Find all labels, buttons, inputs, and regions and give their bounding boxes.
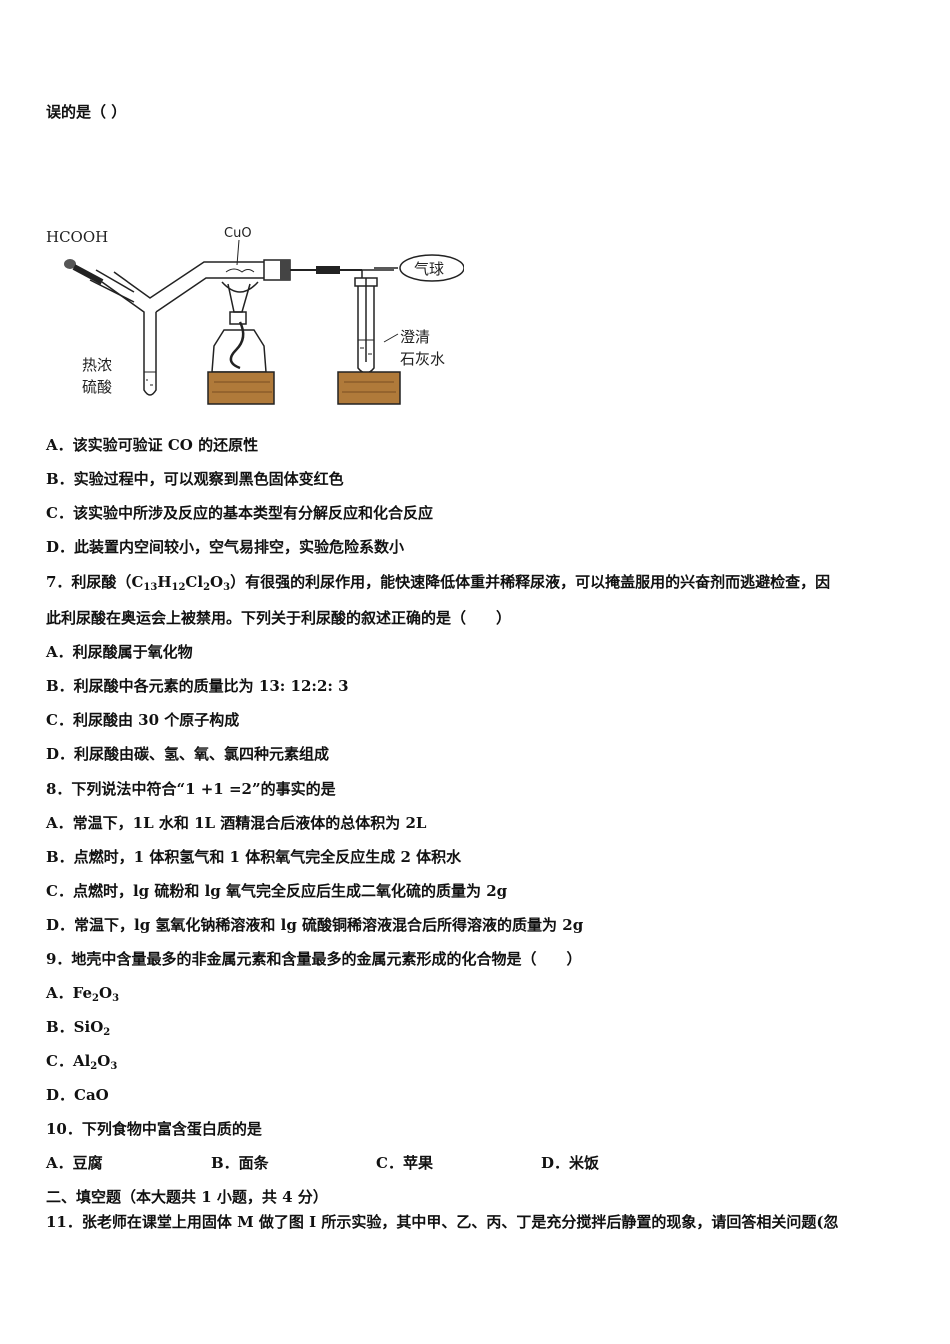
alcohol-lamp bbox=[207, 281, 275, 405]
limewater-test-tube bbox=[337, 277, 401, 405]
q10-option-d: D．米饭 bbox=[541, 1154, 600, 1172]
q6-option-b: B．实验过程中，可以观察到黑色固体变红色 bbox=[46, 470, 344, 488]
q7-option-b: B．利尿酸中各元素的质量比为 13: 12:2: 3 bbox=[46, 677, 349, 695]
q10-option-b: B．面条 bbox=[211, 1154, 269, 1172]
question-stem-continuation: 误的是（ ） bbox=[46, 103, 127, 121]
q8-stem: 8．下列说法中符合“1 +1 =2”的事实的是 bbox=[46, 780, 336, 798]
q9-stem: 9．地壳中含量最多的非金属元素和含量最多的金属元素形成的化合物是（ ） bbox=[46, 950, 582, 968]
q9-option-b: B．SiO2 bbox=[46, 1018, 111, 1038]
q7-option-c: C．利尿酸由 30 个原子构成 bbox=[46, 711, 240, 729]
q7-stem-line1: 7．利尿酸（C13H12Cl2O3）有很强的利尿作用，能快速降低体重并稀释尿液，… bbox=[46, 573, 831, 593]
q7-option-d: D．利尿酸由碳、氢、氧、氯四种元素组成 bbox=[46, 745, 330, 763]
q7-option-a: A．利尿酸属于氧化物 bbox=[46, 643, 193, 661]
balloon: 气球 bbox=[374, 254, 464, 282]
q8-option-a: A．常温下，1L 水和 1L 酒精混合后液体的总体积为 2L bbox=[46, 814, 427, 832]
q6-option-d: D．此装置内空间较小，空气易排空，实验危险系数小 bbox=[46, 538, 405, 556]
q6-option-a: A．该实验可验证 CO 的还原性 bbox=[46, 436, 259, 454]
q10-options-row: A．豆腐 B．面条 C．苹果 D．米饭 bbox=[46, 1153, 746, 1173]
q8-option-c: C．点燃时，lg 硫粉和 lg 氧气完全反应后生成二氧化硫的质量为 2g bbox=[46, 882, 508, 900]
dropping-funnel bbox=[64, 259, 135, 303]
experiment-apparatus-diagram: HCOOH CuO 热浓 硫酸 气球 bbox=[46, 226, 464, 405]
q8-option-d: D．常温下，lg 氢氧化钠稀溶液和 lg 硫酸铜稀溶液混合后所得溶液的质量为 2… bbox=[46, 916, 584, 934]
cuo-label: CuO bbox=[224, 226, 252, 241]
q11-stem: 11．张老师在课堂上用固体 M 做了图 I 所示实验，其中甲、乙、丙、丁是充分搅… bbox=[46, 1213, 839, 1231]
q9-option-a: A．Fe2O3 bbox=[46, 984, 120, 1004]
q6-option-c: C．该实验中所涉及反应的基本类型有分解反应和化合反应 bbox=[46, 504, 433, 522]
cuo-tube bbox=[225, 259, 394, 281]
q9-option-d: D．CaO bbox=[46, 1086, 109, 1104]
q10-option-a: A．豆腐 bbox=[46, 1154, 103, 1172]
limewater-label-2: 石灰水 bbox=[400, 350, 445, 368]
section-heading: 二、填空题（本大题共 1 小题，共 4 分） bbox=[46, 1188, 328, 1206]
acid-label-1: 热浓 bbox=[82, 356, 112, 374]
balloon-label: 气球 bbox=[414, 260, 444, 278]
q10-stem: 10．下列食物中富含蛋白质的是 bbox=[46, 1120, 262, 1138]
limewater-label-1: 澄清 bbox=[400, 328, 430, 346]
y-tube bbox=[101, 261, 280, 396]
q8-option-b: B．点燃时，1 体积氢气和 1 体积氧气完全反应生成 2 体积水 bbox=[46, 848, 462, 866]
hcooh-label: HCOOH bbox=[46, 228, 108, 246]
q10-option-c: C．苹果 bbox=[376, 1154, 433, 1172]
q9-option-c: C．Al2O3 bbox=[46, 1052, 118, 1072]
q7-stem-line2: 此利尿酸在奥运会上被禁用。下列关于利尿酸的叙述正确的是（ ） bbox=[46, 609, 512, 627]
acid-label-2: 硫酸 bbox=[82, 378, 112, 396]
